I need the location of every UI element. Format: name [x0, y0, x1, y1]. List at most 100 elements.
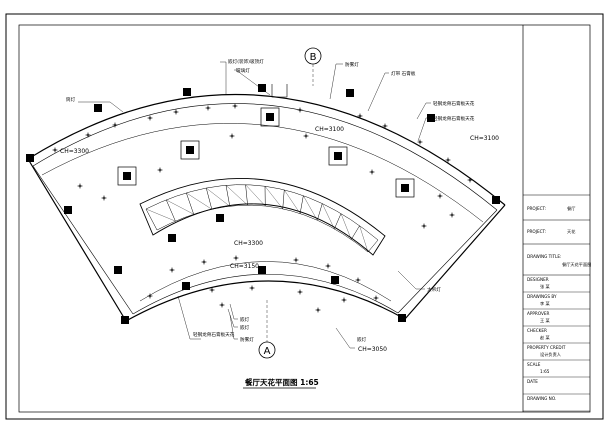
- title-block: PROJECT: 餐厅 PROJECT: 天花 DRAWING TITLE: 餐…: [522, 25, 591, 412]
- ceiling-diffuser-core: [186, 146, 194, 154]
- skylight-diagonal: [322, 203, 335, 229]
- downlight: [369, 169, 375, 175]
- downlight: [169, 267, 175, 273]
- downlight: [205, 105, 211, 111]
- callout-light-strip: 灯带 石膏板: [391, 70, 416, 77]
- title-block-row-value: 赵 某: [540, 334, 551, 341]
- title-block-row-value: 王 某: [540, 318, 551, 324]
- skylight-mullion: [282, 189, 285, 209]
- downlight: [445, 157, 451, 163]
- drawing-title-value: 餐厅天花平面图: [562, 261, 591, 268]
- ceiling-diffuser: [180, 140, 200, 160]
- grid-mark-a: A: [264, 346, 271, 357]
- callout-downlight: 筒灯: [66, 96, 76, 103]
- skylight-mullion: [334, 213, 342, 229]
- inner-ceiling-line: [139, 261, 392, 302]
- skylight-mullion: [351, 225, 360, 240]
- downlight: [173, 109, 179, 115]
- skylight-diagonal: [340, 213, 352, 240]
- ceiling-diffuser-core: [334, 152, 342, 160]
- downlight: [157, 167, 163, 173]
- downlight: [249, 285, 255, 291]
- project-value: 餐厅: [567, 205, 575, 212]
- downlight: [101, 195, 107, 201]
- skylight-diagonal: [284, 189, 301, 214]
- skylight-mullion: [166, 199, 176, 222]
- title-block-row-value: 李 某: [540, 300, 551, 307]
- downlight: [467, 177, 473, 183]
- title-block-row-value: 张 某: [540, 283, 551, 290]
- ch-tag-6: CH=3050: [358, 346, 387, 353]
- downlight: [325, 263, 331, 269]
- skylight-diagonal: [359, 225, 369, 253]
- title-block-row-label: DRAWINGS BY: [527, 294, 557, 299]
- column: [258, 84, 266, 92]
- plan: [27, 64, 506, 342]
- title-block-row-label: SCALE: [527, 362, 541, 367]
- callout-glass-light: 玻璃灯: [236, 67, 250, 74]
- column: [492, 196, 500, 204]
- downlight: [355, 277, 361, 283]
- title-block-row-label: CHECKER: [527, 328, 547, 333]
- callout-gypsum-1: 轻钢龙骨石膏板天花: [433, 100, 475, 107]
- skylight-diagonal: [264, 186, 283, 209]
- downlight: [437, 193, 443, 199]
- downlight: [315, 307, 321, 313]
- ceiling-diffuser-core: [123, 172, 131, 180]
- column: [168, 234, 176, 242]
- downlight: [303, 133, 309, 139]
- left-end-wall-inner: [32, 165, 134, 315]
- title-block-row-label: DESIGNER: [527, 277, 549, 282]
- skylight-diagonal: [166, 199, 194, 215]
- grid-bubble-a: A: [258, 341, 276, 359]
- outer-frame: [5, 13, 604, 420]
- title-block-row-label: DRAWING NO.: [527, 396, 556, 401]
- inner-frame: [18, 24, 591, 413]
- downlight: [232, 103, 238, 109]
- project2-label: PROJECT:: [527, 229, 546, 234]
- title-block-row-label: APPROVER: [527, 311, 550, 316]
- column: [114, 266, 122, 274]
- top-notch: [271, 84, 288, 98]
- callout-antifog: 防雾灯: [345, 61, 359, 68]
- downlight: [357, 113, 363, 119]
- downlight: [293, 257, 299, 263]
- callouts: 筒灯 嵌灯(装饰)吸顶灯 玻璃灯 防雾灯 灯带 石膏板 轻钢龙骨石膏板天花 轻钢…: [66, 58, 475, 343]
- downlight: [229, 133, 235, 139]
- callout-antifog-2: 防雾灯: [240, 336, 254, 343]
- downlight: [449, 212, 455, 218]
- callout-ceiling-light: 嵌灯(装饰)吸顶灯: [228, 58, 264, 65]
- ceiling-diffuser: [395, 178, 415, 198]
- skylight-diagonal: [186, 192, 212, 210]
- inner-wall: [125, 280, 406, 322]
- column: [331, 276, 339, 284]
- downlight: [147, 115, 153, 121]
- ch-tag-1: CH=3300: [60, 148, 89, 155]
- skylight-diagonal: [303, 195, 318, 221]
- title-block-row-label: PROPERTY CREDIT: [527, 345, 566, 350]
- outer-wall-inner: [32, 103, 498, 211]
- skylight-mullion: [245, 184, 248, 206]
- ceiling-diffuser: [260, 107, 280, 127]
- ceiling-diffuser: [328, 146, 348, 166]
- downlight: [297, 289, 303, 295]
- ceiling-diffuser-core: [401, 184, 409, 192]
- inner-wall-inner: [132, 273, 399, 315]
- callout-recessed-1: 嵌灯: [240, 316, 250, 323]
- downlight: [52, 147, 58, 153]
- outer-wall: [27, 93, 506, 206]
- column: [346, 89, 354, 97]
- downlight: [382, 123, 388, 129]
- left-end-wall: [27, 158, 127, 322]
- right-end-wall: [404, 204, 506, 320]
- ch-tag-3: CH=3100: [470, 135, 499, 142]
- ch-tag-2: CH=3100: [315, 126, 344, 133]
- skylight-diagonal: [225, 185, 248, 206]
- skylight-inner: [145, 184, 379, 253]
- downlight: [147, 293, 153, 299]
- grid-bubble-b: B: [304, 47, 322, 65]
- callout-recessed-2: 嵌灯: [240, 324, 250, 331]
- skylight-diagonal: [206, 187, 230, 207]
- downlight: [201, 259, 207, 265]
